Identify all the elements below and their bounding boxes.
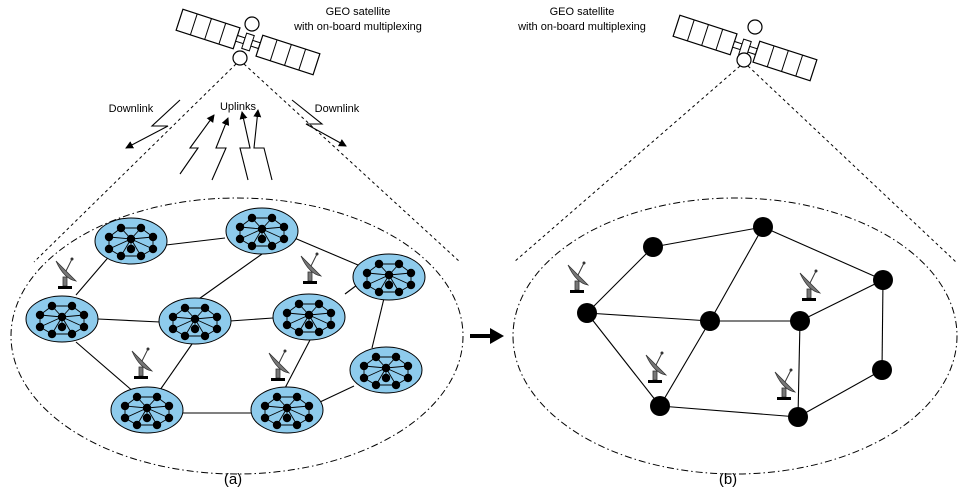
network-node <box>790 311 810 331</box>
satellite-dish-icon <box>774 368 796 401</box>
network-node <box>650 396 670 416</box>
network-node <box>788 407 808 427</box>
satellite-icon <box>175 8 321 76</box>
uplink-arrow-1 <box>179 114 215 175</box>
network-node <box>753 217 773 237</box>
coverage-line-left <box>513 65 741 263</box>
satellite-dish-icon <box>645 351 667 384</box>
cluster-7 <box>349 346 423 394</box>
satellite-antenna-bottom <box>232 50 248 66</box>
caption-b: (b) <box>719 471 737 488</box>
node-links <box>586 226 884 418</box>
satellite-antenna-bottom <box>736 52 752 68</box>
satellite-dish-icon <box>300 252 322 285</box>
coverage-line-right <box>243 63 461 263</box>
cluster-3 <box>352 253 426 301</box>
downlink-arrow-right <box>291 99 347 147</box>
satellite-label-line2: with on-board multiplexing <box>293 21 422 33</box>
satellite-icon <box>672 14 818 82</box>
satellite-label-line1: GEO satellite <box>326 6 391 18</box>
satellite-antenna-top <box>747 19 763 35</box>
coverage-area <box>512 197 958 475</box>
coverage-line-left <box>33 63 237 263</box>
satellite-dish-icon <box>131 347 153 380</box>
cluster-list <box>25 207 426 434</box>
cluster-9 <box>250 386 324 434</box>
downlink-label-left: Downlink <box>109 103 154 115</box>
network-node <box>700 311 720 331</box>
arrow-right-icon <box>470 328 504 344</box>
downlink-arrow-left <box>125 99 181 149</box>
panel-a: GEO satellite with on-board multiplexing… <box>10 6 464 488</box>
satellite-antenna-top <box>244 16 260 32</box>
uplink-arrow-2 <box>211 117 230 181</box>
network-node <box>873 270 893 290</box>
coverage-area <box>10 197 464 475</box>
network-node <box>643 237 663 257</box>
node-list <box>577 217 893 427</box>
cluster-5 <box>158 297 232 345</box>
uplink-arrow-3 <box>239 111 251 181</box>
satellite-label-line1: GEO satellite <box>550 6 615 18</box>
lightning-arrow-icon <box>125 99 347 181</box>
satellite-label-line2: with on-board multiplexing <box>517 21 646 33</box>
cluster-4 <box>25 295 99 343</box>
network-node <box>872 360 892 380</box>
cluster-6 <box>272 293 346 341</box>
uplink-arrow-4 <box>253 109 273 181</box>
cluster-8 <box>110 386 184 434</box>
satellite-dish-icon <box>55 257 77 290</box>
uplinks-label: Uplinks <box>220 101 257 113</box>
coverage-line-right <box>747 65 957 263</box>
panel-b: GEO satellite with on-board multiplexing <box>512 6 958 488</box>
cluster-2 <box>225 207 299 255</box>
network-node <box>577 303 597 323</box>
satellite-dish-icon <box>268 349 290 382</box>
satellite-dish-icon <box>799 269 821 302</box>
downlink-label-right: Downlink <box>315 103 360 115</box>
satellite-dish-icon <box>567 261 589 294</box>
cluster-1 <box>94 217 168 265</box>
caption-a: (a) <box>224 471 242 488</box>
